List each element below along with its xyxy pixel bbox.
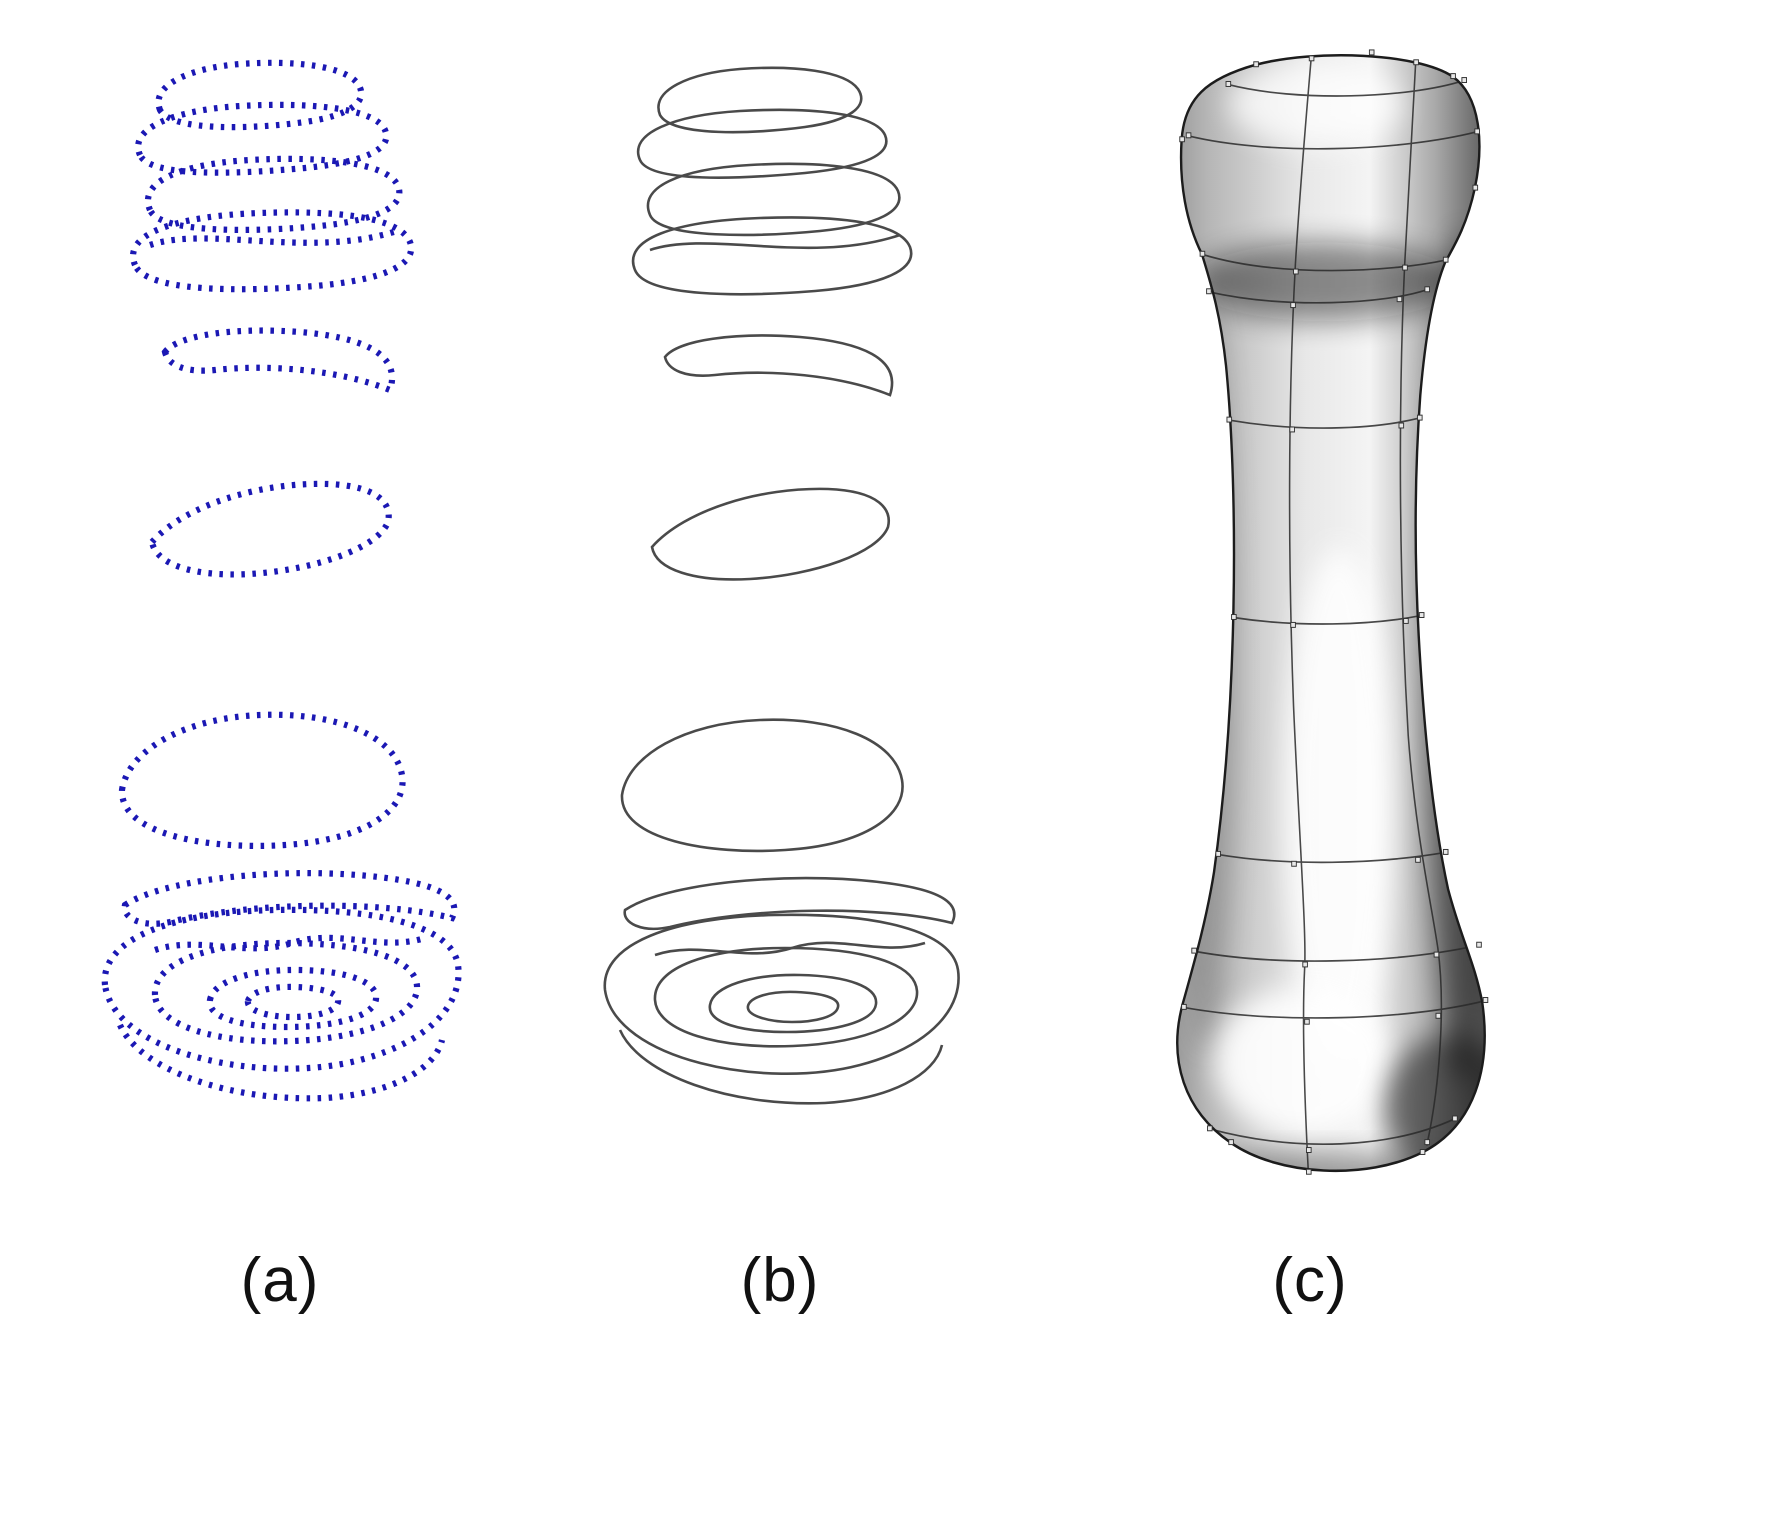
- slice-bottom-outer: [101, 906, 462, 1072]
- curve-top-3: [646, 162, 901, 237]
- curve-bottom-core: [746, 990, 840, 1024]
- slice-top-3: [145, 155, 403, 233]
- curve-bottom-outer: [603, 913, 960, 1075]
- panel-c-canvas: [1176, 49, 1489, 1175]
- grid-bottom-2: [1183, 999, 1485, 1019]
- slice-top-wave: [149, 227, 401, 248]
- panel-b-canvas: [603, 66, 960, 1105]
- panel-c-label: (c): [1272, 1246, 1348, 1315]
- grid-neck-1: [1201, 253, 1446, 272]
- curve-bottom-wave: [654, 941, 926, 957]
- slice-crescent: [161, 327, 395, 395]
- curve-top-1: [657, 66, 863, 134]
- curve-bottom-arc: [618, 1029, 944, 1105]
- slice-bottom-inner: [206, 966, 380, 1031]
- curve-bottom-band: [623, 876, 956, 931]
- slice-lens: [148, 480, 392, 578]
- curve-lens: [650, 487, 890, 581]
- grid-head-mid: [1187, 131, 1477, 150]
- panel-a-label: (a): [240, 1246, 320, 1315]
- grid-head-rim: [1227, 79, 1464, 97]
- grid-shaft-3: [1217, 851, 1446, 864]
- contour-points-group: [101, 59, 462, 1102]
- panel-a: [80, 50, 480, 1170]
- panel-a-canvas: [101, 59, 462, 1102]
- slice-bottom-mid: [151, 939, 421, 1045]
- grid-neck-2: [1208, 288, 1427, 304]
- slice-top-4: [130, 209, 415, 293]
- grid-vert-left: [1288, 58, 1312, 1171]
- slice-bottom-band: [121, 870, 458, 927]
- curve-bottom-inner: [708, 973, 878, 1034]
- slice-top-2: [135, 101, 390, 176]
- curve-oval: [620, 718, 904, 853]
- curve-crescent: [663, 334, 894, 397]
- curve-top-2: [636, 108, 888, 179]
- slice-oval: [118, 711, 406, 850]
- patch-grid: [1183, 58, 1485, 1171]
- slice-bottom-core: [244, 983, 342, 1021]
- panel-b-label: (b): [740, 1246, 820, 1315]
- slice-top-1: [155, 59, 365, 131]
- panel-c: [1140, 45, 1510, 1190]
- panel-b: [580, 55, 980, 1175]
- grid-bottom-3: [1209, 1118, 1455, 1145]
- curve-top-4: [631, 216, 913, 296]
- grid-bottom-1: [1193, 944, 1479, 962]
- slice-bottom-arc: [117, 1023, 446, 1102]
- contour-curves-group: [603, 66, 960, 1105]
- curve-top-wave: [649, 233, 901, 252]
- grid-vert-right: [1399, 62, 1443, 1146]
